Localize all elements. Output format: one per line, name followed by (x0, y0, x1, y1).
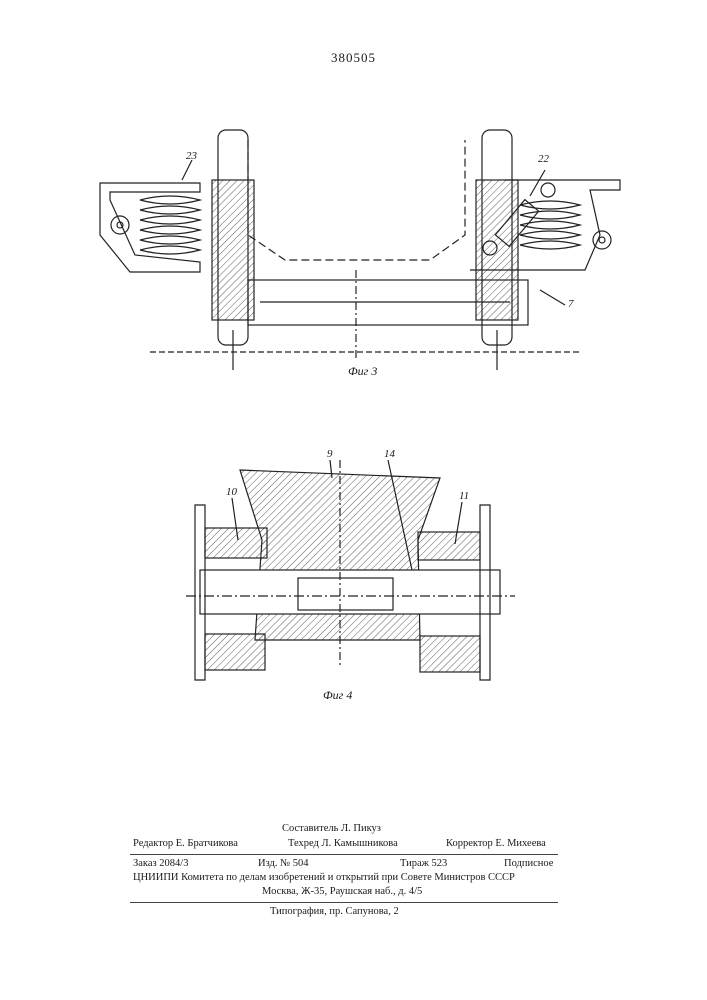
callout-10: 10 (226, 486, 237, 498)
callout-9: 9 (327, 448, 333, 460)
circulation: Тираж 523 (400, 858, 447, 869)
right-bearing-bottom (420, 636, 480, 672)
figure-4-caption: Фиг 4 (323, 688, 352, 703)
printer-line: Типография, пр. Сапунова, 2 (270, 906, 399, 917)
colophon-rule-top (130, 854, 558, 855)
right-bearing-top (418, 532, 480, 560)
colophon-rule-bottom (130, 902, 558, 903)
callout-11: 11 (459, 490, 469, 502)
order-number: Заказ 2084/3 (133, 858, 188, 869)
edition-number: Изд. № 504 (258, 858, 309, 869)
subscription: Подписное (504, 858, 553, 869)
editor-line: Редактор Е. Братчикова (133, 838, 238, 849)
techred-line: Техред Л. Камышникова (288, 838, 398, 849)
callout-14: 14 (384, 448, 395, 460)
compiler-line: Составитель Л. Пикуз (282, 823, 381, 834)
organization-line: ЦНИИПИ Комитета по делам изобретений и о… (133, 872, 515, 883)
figure-4-drawing (0, 0, 707, 720)
left-bearing-bottom (205, 634, 265, 670)
address-line: Москва, Ж-35, Раушская наб., д. 4/5 (262, 886, 422, 897)
corrector-line: Корректор Е. Михеева (446, 838, 546, 849)
left-bearing-top (205, 528, 267, 558)
